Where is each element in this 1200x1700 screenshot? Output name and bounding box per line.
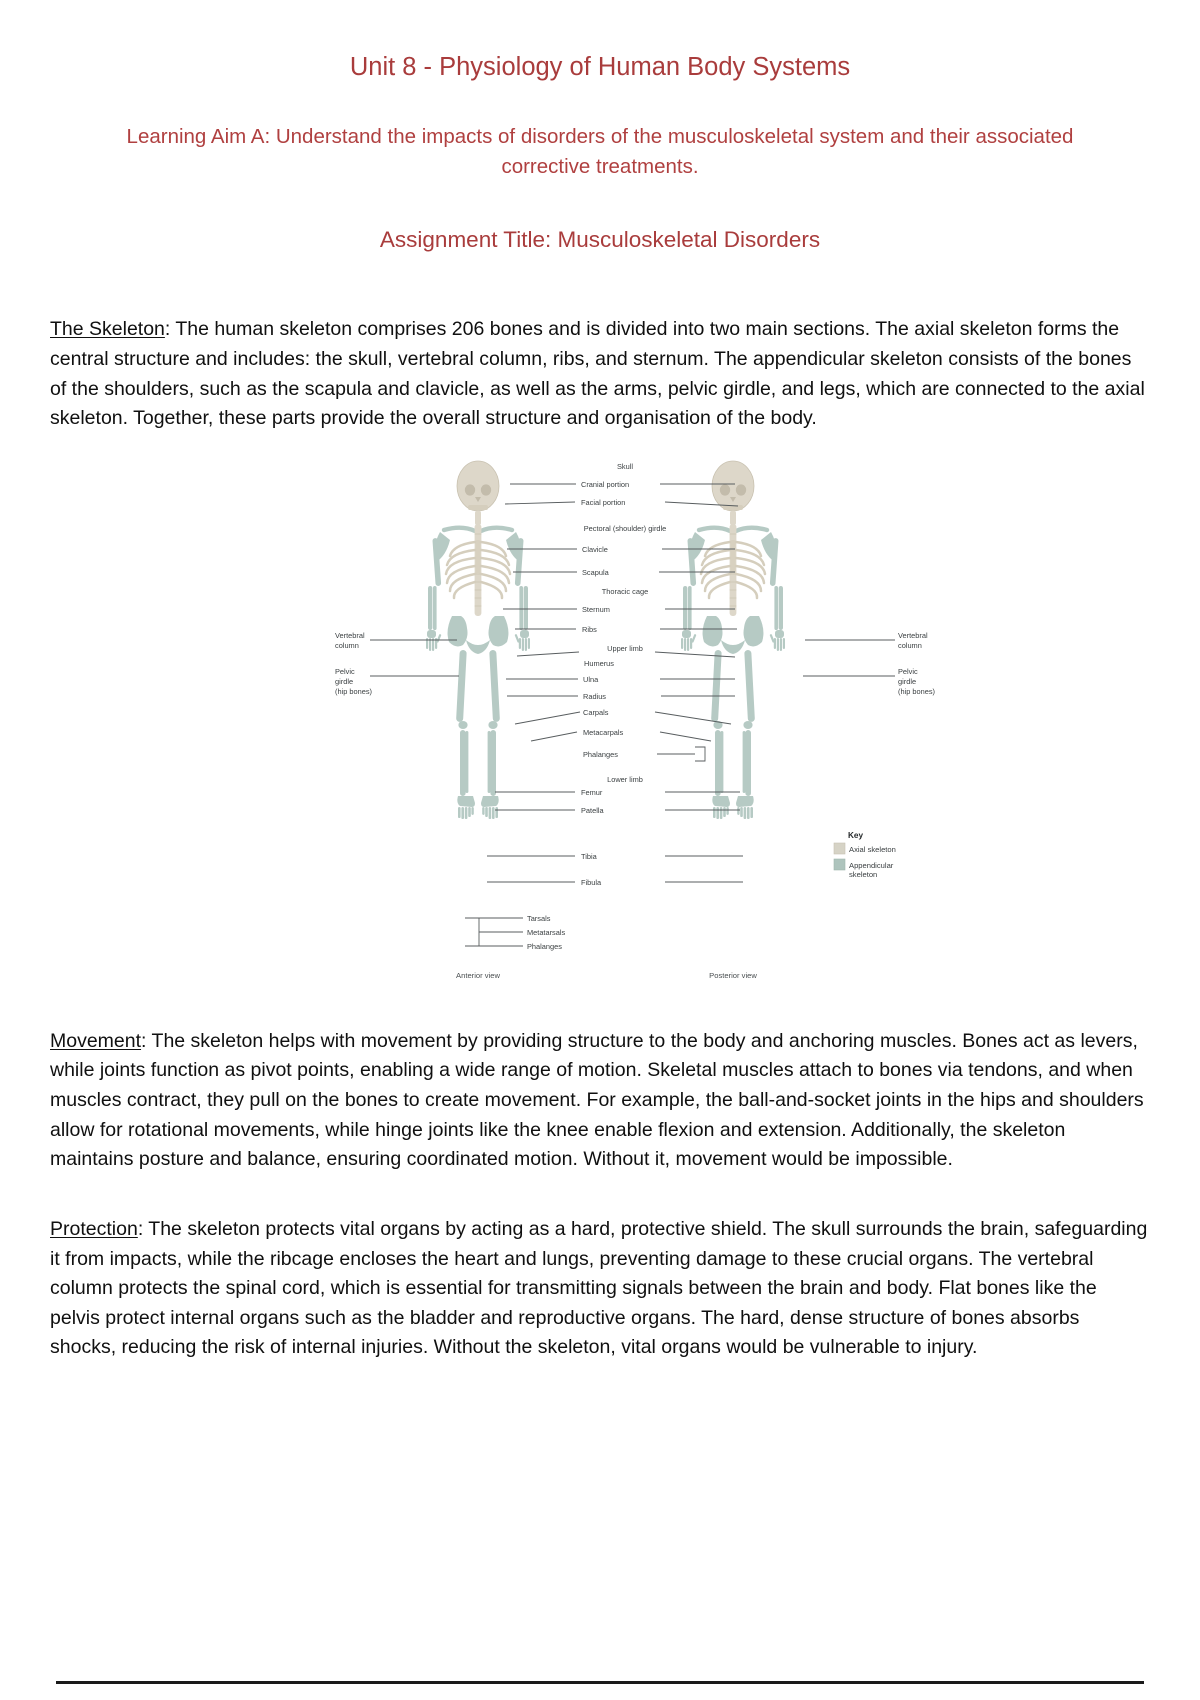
key-label-appendicular-2: skeleton [849,870,877,879]
figure-view-captions: Anterior view Posterior view [456,971,757,980]
label-upper-limb: Upper limb [607,644,643,653]
section-protection-body: The skeleton protects vital organs by ac… [50,1217,1148,1359]
label-skull: Skull [617,462,633,471]
caption-anterior-view: Anterior view [456,971,500,980]
figure-key: Key Axial skeleton Appendicular skeleton [833,831,896,879]
skeleton-posterior-view [681,461,785,819]
figure-left-labels: Vertebral column Pelvic girdle (hip bone… [335,631,372,696]
label-left-pelvic-girdle-2: girdle [335,677,353,686]
section-movement-heading: Movement [50,1029,142,1052]
label-fibula: Fibula [581,878,602,887]
section-skeleton-body: The human skeleton comprises 206 bones a… [50,318,1145,430]
label-pectoral-girdle: Pectoral (shoulder) girdle [584,524,667,533]
label-metatarsals: Metatarsals [527,928,566,937]
label-carpals: Carpals [583,708,609,717]
key-swatch-appendicular [833,858,846,871]
section-movement-separator: : [141,1029,152,1052]
label-right-vertebral-column-1: Vertebral [898,631,928,640]
label-phalanges-hand: Phalanges [583,750,618,759]
label-tibia: Tibia [581,852,598,861]
page-bottom-rule [56,1681,1144,1684]
label-right-pelvic-girdle-1: Pelvic [898,667,918,676]
figure-right-labels: Vertebral column Pelvic girdle (hip bone… [898,631,935,696]
label-patella: Patella [581,806,604,815]
label-right-pelvic-girdle-2: girdle [898,677,916,686]
label-left-pelvic-girdle-3: (hip bones) [335,687,372,696]
label-sternum: Sternum [582,605,610,614]
label-tarsals: Tarsals [527,914,551,923]
label-cranial-portion: Cranial portion [581,480,629,489]
label-lower-limb: Lower limb [607,775,643,784]
section-movement-body: The skeleton helps with movement by prov… [50,1029,1144,1171]
section-skeleton: The Skeleton: The human skeleton compris… [50,315,1150,434]
section-protection-heading: Protection [50,1217,138,1240]
page-title: Unit 8 - Physiology of Human Body System… [349,53,851,81]
key-label-appendicular-1: Appendicular [849,861,894,870]
skeleton-figure: Skull Cranial portion Facial portion Pec… [50,444,1200,989]
section-skeleton-heading: The Skeleton [50,318,165,341]
label-clavicle: Clavicle [582,545,608,554]
label-right-vertebral-column-2: column [898,641,922,650]
label-femur: Femur [581,788,603,797]
label-left-vertebral-column-2: column [335,641,359,650]
section-movement: Movement: The skeleton helps with moveme… [50,1027,1150,1175]
figure-center-labels: Skull Cranial portion Facial portion Pec… [527,462,666,951]
label-scapula: Scapula [582,568,610,577]
section-protection-separator: : [137,1217,149,1240]
label-humerus: Humerus [584,659,614,668]
label-left-vertebral-column-1: Vertebral [335,631,365,640]
section-skeleton-separator: : [164,318,176,341]
label-radius: Radius [583,692,606,701]
label-thoracic-cage: Thoracic cage [602,587,648,596]
label-right-pelvic-girdle-3: (hip bones) [898,687,935,696]
document-body: The Skeleton: The human skeleton compris… [0,315,1200,1363]
learning-aim-subtitle: Learning Aim A: Understand the impacts o… [126,125,1074,179]
leader-lines [370,483,895,947]
assignment-title: Assignment Title: Musculoskeletal Disord… [379,226,821,252]
label-ulna: Ulna [583,675,599,684]
label-ribs: Ribs [582,625,597,634]
label-metacarpals: Metacarpals [583,728,624,737]
key-label-axial: Axial skeleton [849,845,896,854]
key-title: Key [848,831,863,840]
skeleton-illustration: Skull Cranial portion Facial portion Pec… [335,444,935,980]
key-swatch-axial [833,842,846,855]
label-left-pelvic-girdle-1: Pelvic [335,667,355,676]
label-phalanges-foot: Phalanges [527,942,562,951]
section-protection: Protection: The skeleton protects vital … [50,1215,1150,1363]
label-facial-portion: Facial portion [581,498,625,507]
caption-posterior-view: Posterior view [709,971,757,980]
